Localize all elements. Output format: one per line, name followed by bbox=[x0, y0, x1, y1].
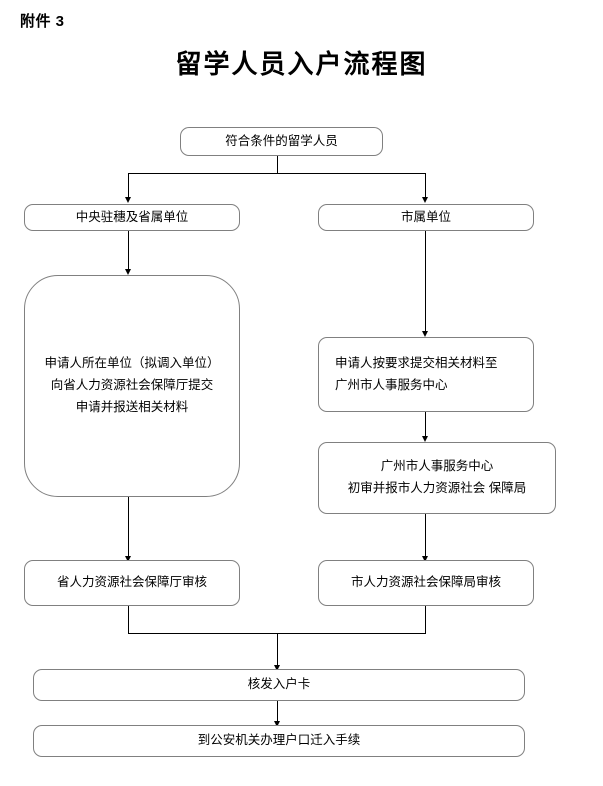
connector-prov-submit-to-audit bbox=[128, 497, 129, 556]
node-issue-card: 核发入户卡 bbox=[33, 669, 525, 701]
node-start: 符合条件的留学人员 bbox=[180, 127, 383, 156]
node-prov-submit: 申请人所在单位（拟调入单位） 向省人力资源社会保障厅提交 申请并报送相关材料 bbox=[24, 275, 240, 497]
node-issue-card-line-1: 核发入户卡 bbox=[247, 677, 311, 692]
connector-city-audit-down bbox=[425, 606, 426, 633]
node-municipal-unit-line-1: 市属单位 bbox=[400, 209, 451, 224]
node-prov-audit-line-1: 省人力资源社会保障厅审核 bbox=[56, 575, 207, 590]
node-city-submit-line-1: 申请人按要求提交相关材料至 bbox=[335, 355, 498, 370]
connector-split-left-down bbox=[128, 173, 129, 198]
connector-central-to-prov-submit bbox=[128, 231, 129, 269]
connector-municipal-to-city-submit bbox=[425, 231, 426, 331]
arrowhead-to-municipal bbox=[422, 197, 428, 203]
arrowhead-to-city-review bbox=[422, 436, 428, 442]
node-start-line-1: 符合条件的留学人员 bbox=[225, 133, 338, 148]
arrowhead-to-city-audit bbox=[422, 556, 428, 562]
node-city-review: 广州市人事服务中心 初审并报市人力资源社会 保障局 bbox=[318, 442, 556, 514]
connector-prov-audit-down bbox=[128, 606, 129, 633]
node-prov-submit-line-3: 申请并报送相关材料 bbox=[75, 399, 189, 414]
attachment-label: 附件 3 bbox=[20, 13, 65, 30]
node-city-submit-line-2: 广州市人事服务中心 bbox=[335, 377, 448, 392]
node-prov-audit: 省人力资源社会保障厅审核 bbox=[24, 560, 240, 606]
node-city-review-line-2: 初审并报市人力资源社会 保障局 bbox=[347, 481, 527, 495]
connector-merge-down bbox=[277, 633, 278, 665]
arrowhead-to-issue-card bbox=[274, 665, 280, 671]
node-prov-submit-line-2: 向省人力资源社会保障厅提交 bbox=[50, 378, 214, 393]
connector-split-right-down bbox=[425, 173, 426, 198]
arrowhead-to-city-submit bbox=[422, 331, 428, 337]
arrowhead-to-central-prov bbox=[125, 197, 131, 203]
node-police-procedure: 到公安机关办理户口迁入手续 bbox=[33, 725, 525, 757]
node-central-prov-unit: 中央驻穗及省属单位 bbox=[24, 204, 240, 231]
connector-city-review-to-audit bbox=[425, 514, 426, 556]
connector-start-down bbox=[277, 156, 278, 173]
node-police-procedure-line-1: 到公安机关办理户口迁入手续 bbox=[197, 733, 361, 748]
node-central-prov-unit-line-1: 中央驻穗及省属单位 bbox=[75, 209, 189, 224]
page-title: 留学人员入户流程图 bbox=[175, 50, 428, 79]
arrowhead-to-prov-submit bbox=[125, 269, 131, 275]
node-city-submit: 申请人按要求提交相关材料至 广州市人事服务中心 bbox=[318, 337, 534, 412]
node-city-audit: 市人力资源社会保障局审核 bbox=[318, 560, 534, 606]
node-municipal-unit: 市属单位 bbox=[318, 204, 534, 231]
node-city-audit-line-1: 市人力资源社会保障局审核 bbox=[350, 575, 501, 590]
arrowhead-to-prov-audit bbox=[125, 556, 131, 562]
node-prov-submit-line-1: 申请人所在单位（拟调入单位） bbox=[44, 356, 220, 371]
connector-city-submit-to-review bbox=[425, 412, 426, 436]
arrowhead-to-police bbox=[274, 721, 280, 727]
connector-split-horizontal bbox=[128, 173, 426, 174]
connector-issue-card-to-police bbox=[277, 701, 278, 721]
node-city-review-line-1: 广州市人事服务中心 bbox=[380, 459, 494, 474]
